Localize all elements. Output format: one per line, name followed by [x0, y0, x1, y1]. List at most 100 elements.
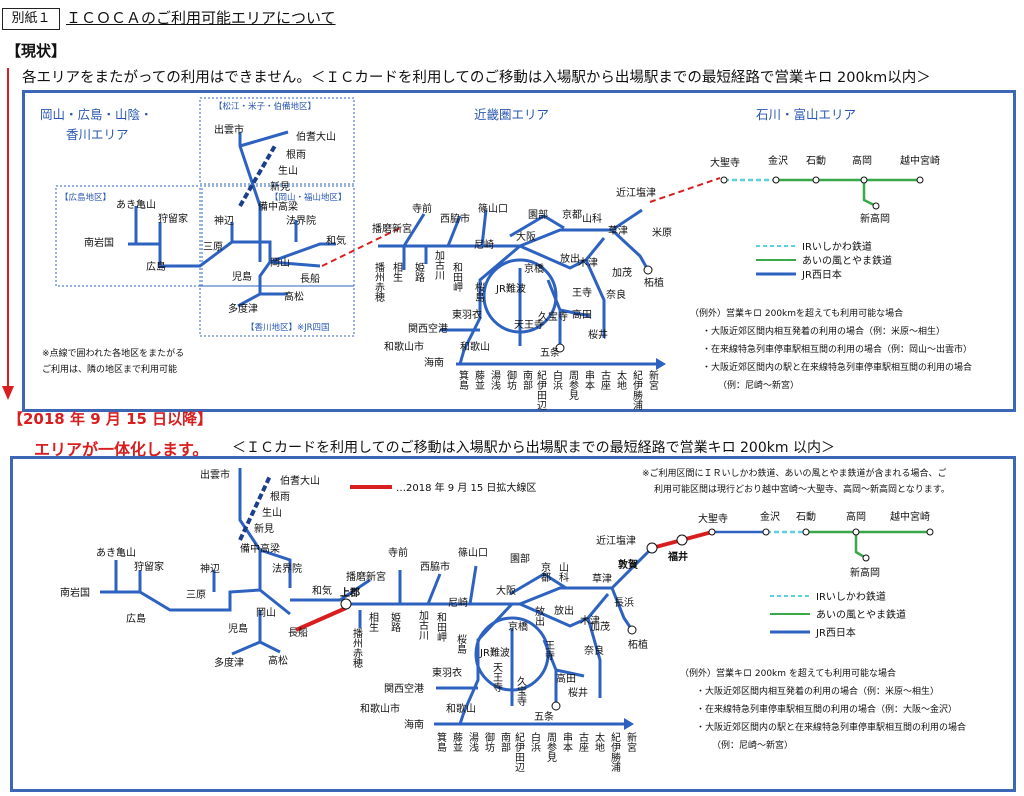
station-kyoto: 京都: [562, 208, 582, 221]
station-daishoji-future: 大聖寺: [698, 512, 728, 525]
station-kyobashi-future: 京橋: [508, 620, 528, 633]
legend-future: IRいしかわ鉄道 あいの風とやま鉄道 JR西日本: [770, 590, 906, 639]
station-niimi-future: 新見: [254, 522, 274, 535]
station-taiji-future: 太地: [593, 731, 605, 752]
station-etchumiyazaki-future: 越中宮崎: [890, 510, 930, 523]
station-minoshima: 箕島: [457, 369, 469, 391]
exception-1-current: ・大阪近郊区間内相互発着の利用の場合（例：米原～相生）: [702, 325, 945, 337]
exception-2-current: ・在来線特急列車停車駅相互間の利用の場合（例：岡山～出雲市）: [702, 343, 972, 355]
station-koza: 古座: [599, 369, 611, 390]
west-area-title-2: 香川エリア: [66, 127, 129, 142]
station-kansaiairport-future: 関西空港: [384, 682, 424, 695]
station-kizu: 木津: [578, 257, 598, 269]
station-nagafune-future: 長船: [288, 626, 308, 639]
station-shoyama: 生山: [278, 164, 298, 177]
station-koza-future: 古座: [577, 731, 589, 752]
station-daishoji: 大聖寺: [710, 156, 740, 169]
station-higashihagoromo: 東羽衣: [452, 308, 482, 321]
station-houkaiin: 法界院: [286, 214, 316, 227]
station-tadotsu-future: 多度津: [214, 656, 244, 669]
station-takada: 高田: [572, 308, 592, 321]
station-akikameyama: あき亀山: [116, 198, 156, 211]
station-shirahama-future: 白浜: [529, 731, 541, 753]
future-note: ＜ＩＣカードを利用してのご移動は入場駅から出場駅までの最短経路で営業キロ 200…: [232, 440, 835, 456]
station-tadotsu: 多度津: [228, 302, 258, 315]
station-kamigori-future: 上郡: [340, 586, 360, 599]
station-okayama: 岡山: [270, 257, 290, 269]
station-tennoji-future: 天王寺: [491, 662, 503, 692]
station-takamatsu-future: 高松: [268, 654, 288, 667]
station-kushimoto: 串本: [583, 370, 595, 391]
station-kanazawa: 金沢: [768, 154, 788, 167]
station-hokiodaisen-future: 伯耆大山: [280, 474, 320, 487]
hokuriku-stations-future: [708, 528, 934, 562]
station-minamiiwakuni-future: 南岩国: [60, 586, 90, 599]
current-status-label: 【現状】: [6, 42, 67, 60]
station-tsuruga-future: 敦賀: [618, 558, 638, 571]
station-osaka-future: 大阪: [496, 584, 516, 597]
gap-west-kinki-current: [321, 227, 401, 267]
future-footnote-2: 利用可能区間は現行どおり越中宮崎～大聖寺、高岡～新高岡となります。: [654, 483, 950, 495]
gap-kinki-hokuriku-current: [649, 177, 721, 203]
terminal-kagiyama-current: [643, 265, 653, 275]
dotted-note-1: ※点線で囲われた各地区をまたがる: [42, 347, 184, 359]
station-yuasa-future: 湯浅: [467, 731, 479, 752]
station-kushimoto-future: 串本: [561, 732, 573, 753]
station-mihara-future: 三原: [186, 589, 206, 601]
station-karuga-future: 狩留家: [134, 560, 164, 573]
station-shingu: 新宮: [647, 369, 659, 391]
station-shintakaoka: 新高岡: [860, 212, 890, 225]
okayama-district-label: 【岡山・福山地区】: [270, 192, 347, 203]
station-kagiyama: 柘植: [644, 276, 664, 289]
future-map-panel: [10, 456, 1016, 792]
station-nishiwakishi: 西脇市: [440, 212, 470, 225]
terminal-kagiyama-future: [627, 625, 637, 635]
station-shoyama-future: 生山: [262, 506, 282, 519]
exceptions-current: （例外）営業キロ 200kmを超えても利用可能な場合 ・大阪近郊区間内相互発着の…: [690, 307, 972, 391]
station-harimaako-future: 播州赤穂: [351, 627, 363, 669]
matsue-district-label: 【松江・米子・伯備地区】: [214, 101, 316, 112]
kagawa-district-box: [199, 285, 355, 337]
kinki-lines-current: [378, 208, 656, 366]
station-karuga: 狩留家: [158, 212, 188, 225]
station-neu: 根雨: [286, 148, 306, 161]
station-okayama-future: 岡山: [256, 607, 276, 619]
exception-1-future: ・大阪近郊区間内相互発着の利用の場合（例：米原～相生）: [696, 685, 939, 697]
station-isurugi: 石動: [806, 154, 826, 167]
station-houkaiin-future: 法界院: [272, 562, 302, 575]
station-amagasaki: 尼崎: [474, 238, 494, 251]
station-kannabe-future: 神辺: [200, 562, 220, 575]
station-kiitanabe-future: 紀伊田辺: [513, 731, 525, 772]
station-wakayamashi: 和歌山市: [384, 340, 424, 353]
station-himeji-future: 姫路: [389, 611, 401, 633]
station-gobo-future: 御坊: [483, 731, 495, 753]
station-teramae: 寺前: [412, 202, 432, 215]
station-amagasaki-future: 尼崎: [448, 596, 468, 609]
station-oji: 王寺: [572, 287, 592, 299]
station-mihara: 三原: [203, 241, 223, 253]
hiroshima-district-label: 【広島地区】: [60, 192, 111, 203]
exception-2-future: ・在来線特急列車停車駅相互間の利用の場合（例：大阪～金沢）: [696, 703, 957, 715]
station-wadamisaki-future: 和田岬: [435, 612, 447, 643]
station-nagafune: 長船: [300, 272, 320, 285]
timeline-arrow-head: [2, 386, 14, 400]
future-map: ※ご利用区間にＩＲいしかわ鉄道、あいの風とやま鉄道が含まれる場合、ご 利用可能区…: [60, 467, 966, 773]
station-aioi: 相生: [391, 261, 403, 282]
station-kainan: 海南: [424, 356, 444, 369]
station-kizu-future: 木津: [580, 615, 600, 627]
station-fujinami-future: 藤並: [451, 732, 463, 752]
expansion-legend-label: …2018 年 9 月 15 日拡大線区: [396, 481, 536, 494]
station-kamo: 加茂: [612, 266, 632, 279]
station-nara: 奈良: [606, 288, 626, 301]
station-sakurajima-future: 桜島: [455, 633, 467, 655]
station-wake-future: 和気: [312, 584, 332, 597]
station-hanaten-v-future: 放出: [533, 605, 545, 626]
station-neu-future: 根雨: [270, 490, 290, 503]
legend-aino-current: あいの風とやま鉄道: [802, 254, 892, 267]
kagawa-district-label: 【香川地区】※JR四国: [246, 322, 330, 333]
hakubi-line-current: [238, 142, 278, 208]
station-kainan-future: 海南: [404, 718, 424, 731]
station-kojima: 児島: [232, 270, 252, 283]
station-kagiyama-future: 柘植: [628, 638, 648, 651]
